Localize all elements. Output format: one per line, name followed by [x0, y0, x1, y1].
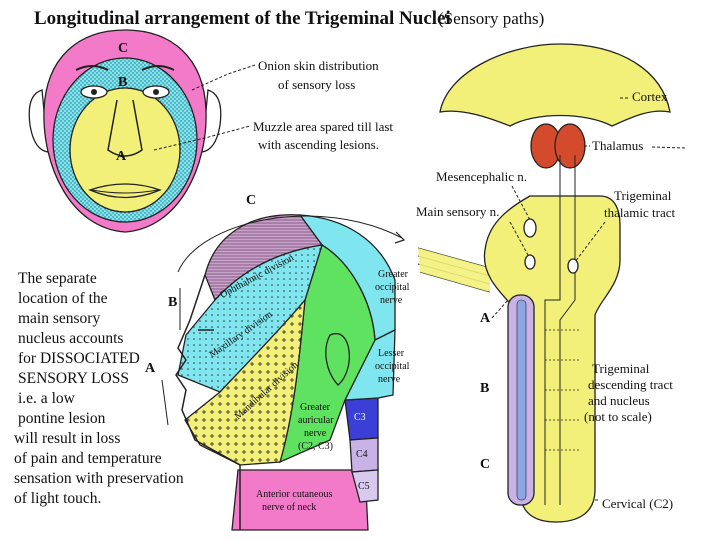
c3-label: C3: [354, 412, 366, 423]
head-label-a: A: [145, 361, 156, 376]
side-text-line: location of the: [18, 290, 108, 307]
cortex-label: Cortex: [632, 89, 668, 104]
side-explanation: The separate location of the main sensor…: [14, 270, 184, 507]
muzzle-label-line2: with ascending lesions.: [258, 137, 379, 152]
descending-tract-l1: Trigeminal: [592, 361, 650, 376]
zone-mandibular: [184, 297, 306, 466]
onion-label-line2: of sensory loss: [278, 77, 355, 92]
face-zone-a: [69, 87, 181, 213]
brain-label-a: A: [480, 311, 491, 326]
thalamus-label: Thalamus: [592, 138, 643, 153]
left-ear: [28, 89, 49, 153]
main-sensory-nucleus: [524, 254, 536, 270]
head-label-c: C: [246, 193, 256, 208]
title: Longitudinal arrangement of the Trigemin…: [34, 8, 544, 29]
side-text-line: of pain and temperature: [14, 450, 162, 467]
side-text-line: will result in loss: [14, 430, 120, 447]
lesser-occipital-l1: Lesser: [378, 348, 405, 359]
anterior-cutaneous-l1: Anterior cutaneous: [256, 489, 332, 500]
title-main: Longitudinal arrangement of the Trigemin…: [34, 8, 451, 29]
side-text-line: of light touch.: [14, 490, 101, 507]
side-text-line: for DISSOCIATED: [18, 350, 140, 367]
cervical-label: Cervical (C2): [602, 496, 673, 511]
side-text-line: main sensory: [18, 310, 100, 327]
side-text-line: i.e. a low: [18, 390, 76, 407]
zone-c5: [351, 469, 379, 503]
side-text-line: pontine lesion: [18, 410, 106, 427]
side-ear: [325, 332, 350, 386]
brain-brainstem: [439, 43, 671, 523]
greater-occipital-l3: nerve: [380, 295, 403, 306]
anterior-cutaneous-l2: nerve of neck: [262, 502, 316, 513]
descending-tract-l4: (not to scale): [584, 409, 652, 424]
onion-label-line1: Onion skin distribution: [258, 58, 379, 73]
brain-label-b: B: [480, 381, 489, 396]
neck-anterior-cutaneous: [231, 469, 369, 531]
side-text-line: nucleus accounts: [18, 330, 123, 347]
left-eyebrow: [75, 65, 109, 71]
thalamic-tract-node: [567, 258, 579, 274]
side-text-line: SENSORY LOSS: [18, 370, 129, 387]
face-label-a: A: [116, 149, 127, 164]
greater-auricular-l1: Greater: [300, 402, 331, 413]
face-front-view: C B A: [28, 29, 222, 233]
lesser-occipital-l2: occipital: [375, 361, 410, 372]
descending-tract-l2: descending tract: [588, 377, 673, 392]
muzzle-label-line1: Muzzle area spared till last: [253, 119, 393, 134]
side-text-line: sensation with preservation: [14, 470, 184, 487]
cortex: [439, 43, 671, 127]
greater-auricular-l4: (C2, C3): [298, 441, 333, 452]
mesencephalic-nucleus: [523, 218, 537, 238]
descending-tract-l3: and nucleus: [588, 393, 650, 408]
brainstem: [483, 195, 621, 523]
face-label-c: C: [118, 41, 128, 56]
brain-label-c: C: [480, 457, 490, 472]
face-label-b: B: [118, 75, 127, 90]
head-label-b: B: [168, 295, 177, 310]
thalamic-tract-l1: Trigeminal: [614, 188, 672, 203]
greater-auricular-l3: nerve: [304, 428, 327, 439]
greater-occipital-l1: Greater: [378, 269, 409, 280]
main-sensory-label: Main sensory n.: [416, 204, 499, 219]
mouth: [88, 183, 162, 199]
head-profile: [175, 274, 241, 530]
c5-label: C5: [358, 481, 370, 492]
greater-occipital-l2: occipital: [375, 282, 410, 293]
side-text-line: The separate: [18, 270, 97, 287]
lesser-occipital-l3: nerve: [378, 374, 401, 385]
right-eyebrow: [141, 65, 175, 71]
greater-auricular-l2: auricular: [298, 415, 334, 426]
head-side-view: [175, 214, 396, 531]
right-ear: [201, 89, 222, 153]
thalamic-tract-l2: thalamic tract: [604, 205, 675, 220]
nose: [107, 99, 143, 157]
title-sub: (Sensory paths): [438, 9, 544, 28]
c4-label: C4: [356, 449, 368, 460]
mesencephalic-label: Mesencephalic n.: [436, 169, 527, 184]
